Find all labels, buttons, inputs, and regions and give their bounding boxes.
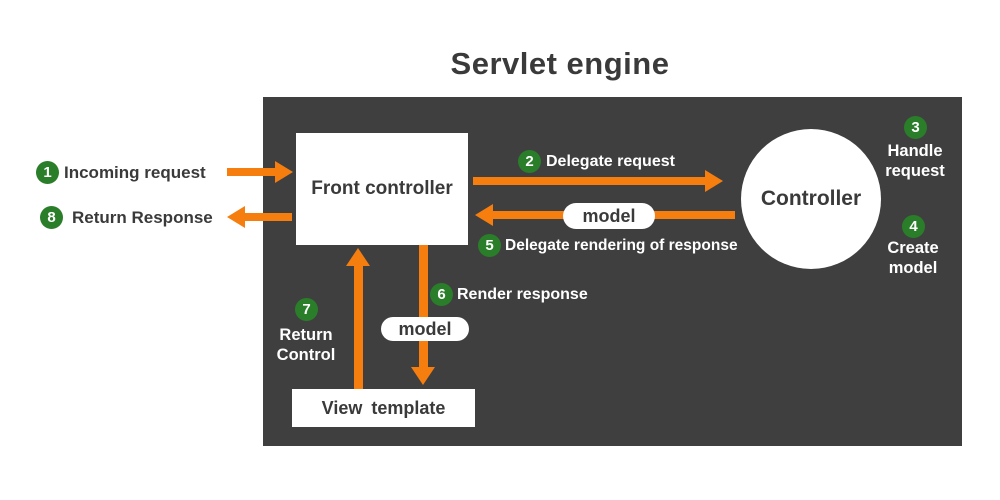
step-badge-3: 3 [904,116,927,139]
step-badge-6: 6 [430,283,453,306]
view-template-label: View template [321,397,446,418]
arrow-shaft [473,177,706,185]
arrowhead-down-icon [411,367,435,385]
model-pill-vertical: model [381,317,469,341]
view-template-node: View template [292,389,475,427]
arrow-shaft [244,213,292,221]
controller-label: Controller [760,187,862,210]
step-label-create-model: Create model [873,239,953,278]
arrowhead-left-icon [227,206,245,228]
controller-node: Controller [741,129,881,269]
front-controller-node: Front controller [296,133,468,245]
arrowhead-left-icon [475,204,493,226]
model-pill-horizontal: model [563,203,655,229]
arrowhead-up-icon [346,248,370,266]
step-badge-5: 5 [478,234,501,257]
step-badge-8: 8 [40,206,63,229]
step-badge-2: 2 [518,150,541,173]
step-label-handle-request: Handle request [875,142,955,181]
step-badge-1: 1 [36,161,59,184]
step-badge-7: 7 [295,298,318,321]
arrowhead-right-icon [275,161,293,183]
step-label-render-response: Render response [457,286,588,303]
step-label-incoming-request: Incoming request [64,163,206,182]
step-label-line2: request [885,161,945,180]
arrow-shaft [227,168,277,176]
step-label-line2: Control [276,345,336,364]
front-controller-label: Front controller [311,178,453,199]
step-label-delegate-request: Delegate request [546,153,675,170]
step-label-line2: model [888,258,938,277]
step-label-return-response: Return Response [72,208,213,227]
step-label-line1: Create [887,239,939,257]
page-title: Servlet engine [450,46,670,81]
arrowhead-right-icon [705,170,723,192]
step-badge-4: 4 [902,215,925,238]
step-label-delegate-rendering: Delegate rendering of response [505,237,738,254]
arrow-shaft [419,245,428,368]
step-label-line1: Handle [887,142,943,160]
step-label-return-control: Return Control [266,326,346,365]
step-label-line1: Return [279,326,333,344]
arrow-shaft [354,265,363,390]
